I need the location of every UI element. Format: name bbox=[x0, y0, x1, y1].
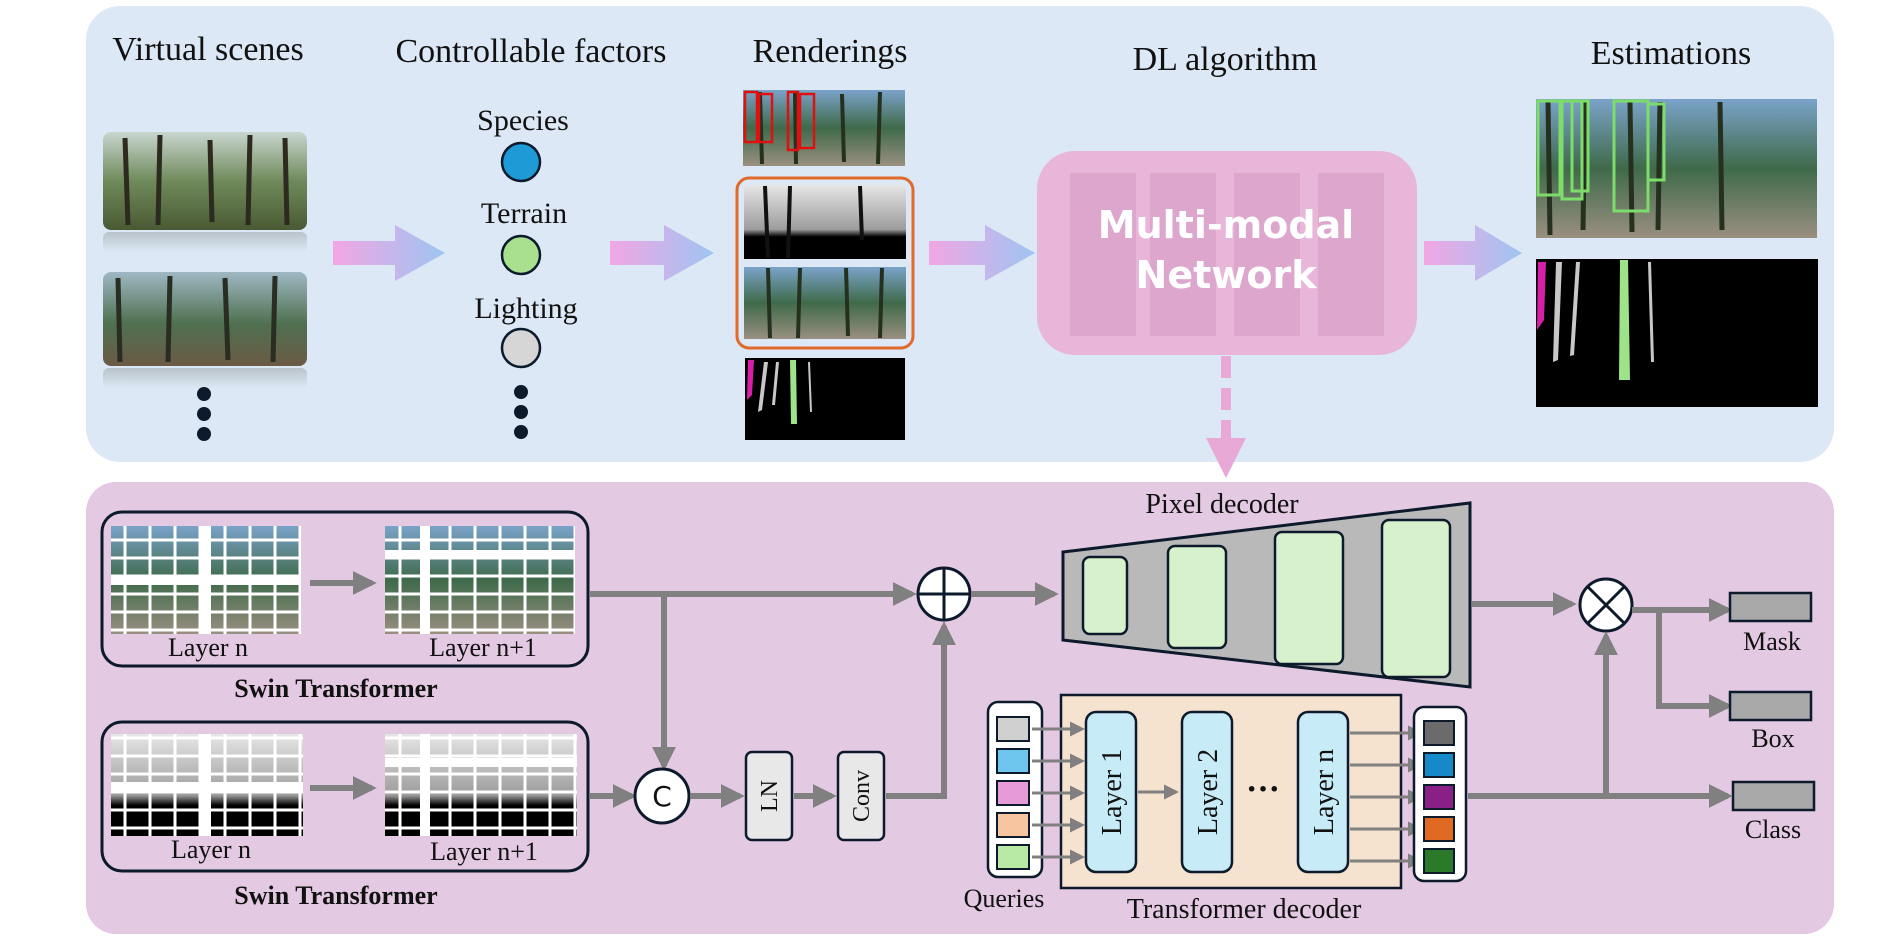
swin-rgb-layer-n-label: Layer n bbox=[168, 633, 248, 662]
multiply-symbol-b bbox=[1586, 585, 1626, 625]
mult-to-box-arrow bbox=[1656, 610, 1733, 718]
query-embedding-1 bbox=[996, 716, 1030, 742]
swin-depth-layer-n-image bbox=[111, 734, 303, 836]
rendering-mask-image bbox=[745, 358, 905, 440]
swin-rgb-caption: Swin Transformer bbox=[234, 674, 437, 703]
query-embedding-3 bbox=[996, 780, 1030, 806]
queries-label: Queries bbox=[964, 884, 1045, 913]
box-output-block bbox=[1728, 690, 1813, 722]
flow-arrow-3 bbox=[929, 225, 1035, 281]
pixel-decoder-stage-3 bbox=[1273, 530, 1345, 666]
pixel-decoder-stage-1 bbox=[1081, 555, 1129, 636]
factor-label-terrain: Terrain bbox=[481, 197, 567, 230]
pixel-decoder-stage-2 bbox=[1166, 544, 1228, 650]
decoder-layer-2 bbox=[1180, 710, 1234, 874]
query-embedding-2 bbox=[996, 748, 1030, 774]
pixel-decoder-trapezoid bbox=[1061, 501, 1472, 689]
decoder-layer-2-label: Layer 2 bbox=[1193, 749, 1224, 835]
swin-transformer-rgb-box bbox=[100, 510, 590, 668]
class-output-block bbox=[1731, 780, 1816, 812]
species-factor-dot bbox=[500, 141, 542, 183]
conv-block bbox=[836, 750, 886, 842]
virtual-scene-image-1 bbox=[103, 132, 307, 252]
flow-arrow-1 bbox=[333, 225, 445, 281]
ln-label: LN bbox=[757, 780, 783, 812]
ln-block bbox=[744, 750, 794, 842]
lighting-factor-dot bbox=[500, 327, 542, 369]
box-output-label: Box bbox=[1751, 724, 1794, 753]
swin-rgb-layer-n1-label: Layer n+1 bbox=[429, 633, 537, 662]
output-embedding-5 bbox=[1423, 848, 1455, 874]
rendering-depth-image bbox=[744, 185, 906, 259]
swin-transformer-depth-box bbox=[100, 720, 590, 873]
swin-depth-layer-n1-image bbox=[385, 734, 577, 836]
class-output-label: Class bbox=[1745, 815, 1801, 844]
mask-output-label: Mask bbox=[1743, 627, 1801, 656]
rendering-rgb-image bbox=[744, 267, 906, 339]
decoder-layer-1 bbox=[1084, 710, 1138, 874]
terrain-factor-dot bbox=[500, 234, 542, 276]
estimations-title: Estimations bbox=[1591, 35, 1752, 72]
network-label-line1: Multi-modal bbox=[1098, 203, 1354, 247]
virtual-scenes-title: Virtual scenes bbox=[112, 31, 304, 68]
decoder-layer-n-label: Layer n bbox=[1309, 749, 1340, 835]
virtual-scene-image-2 bbox=[103, 272, 307, 388]
swin-rgb-layer-n1-image bbox=[385, 526, 575, 634]
swin-depth-caption: Swin Transformer bbox=[234, 881, 437, 910]
output-embedding-1 bbox=[1423, 720, 1455, 746]
estimation-mask-image bbox=[1536, 259, 1818, 407]
mask-output-block bbox=[1728, 591, 1813, 623]
factor-label-species: Species bbox=[477, 104, 569, 137]
query-embedding-5 bbox=[996, 844, 1030, 870]
decoder-ellipsis: ··· bbox=[1246, 771, 1280, 808]
estimation-bbox-image bbox=[1536, 99, 1817, 238]
flow-arrow-2 bbox=[610, 225, 714, 281]
pixel-decoder-label: Pixel decoder bbox=[1145, 489, 1299, 520]
factors-ellipsis bbox=[514, 385, 528, 439]
virtual-scenes-ellipsis bbox=[197, 387, 211, 441]
swin-depth-layer-n1-label: Layer n+1 bbox=[430, 837, 538, 866]
query-embedding-4 bbox=[996, 812, 1030, 838]
rendering-bbox-image bbox=[743, 90, 905, 166]
conv-to-sum-arrow bbox=[886, 621, 956, 799]
factor-label-lighting: Lighting bbox=[474, 292, 577, 325]
concat-node bbox=[633, 767, 691, 825]
output-embedding-2 bbox=[1423, 752, 1455, 778]
flow-arrow-4 bbox=[1424, 225, 1522, 281]
concat-symbol: C bbox=[652, 780, 672, 813]
decoder-layer-n bbox=[1296, 710, 1350, 874]
bottom-panel bbox=[86, 482, 1834, 934]
swin-depth-layer-n-label: Layer n bbox=[171, 835, 251, 864]
transformer-decoder-label: Transformer decoder bbox=[1127, 894, 1362, 925]
output-embedding-3 bbox=[1423, 784, 1455, 810]
output-embedding-4 bbox=[1423, 816, 1455, 842]
swin-rgb-layer-n-image bbox=[111, 526, 301, 634]
decoder-layer-1-label: Layer 1 bbox=[1097, 749, 1128, 835]
pixel-decoder-stage-4 bbox=[1380, 518, 1452, 679]
multi-modal-network-box bbox=[1037, 151, 1417, 355]
rendering-highlight-box bbox=[735, 176, 915, 350]
conv-label: Conv bbox=[849, 770, 875, 822]
network-label-line2: Network bbox=[1136, 253, 1318, 297]
dl-algorithm-title: DL algorithm bbox=[1133, 41, 1318, 78]
controllable-factors-title: Controllable factors bbox=[396, 33, 667, 70]
renderings-title: Renderings bbox=[753, 33, 908, 70]
